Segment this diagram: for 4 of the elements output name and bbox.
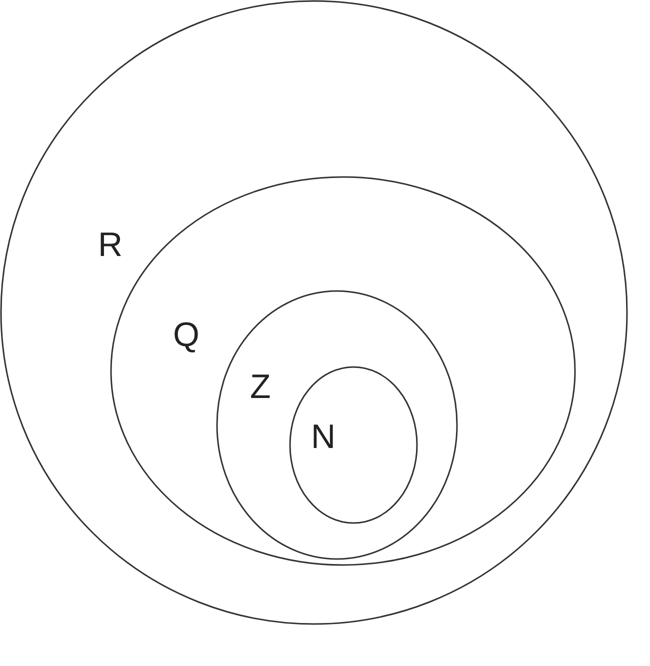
set-label: Q xyxy=(173,318,200,352)
set-label: Z xyxy=(250,370,271,404)
set-label: R xyxy=(98,228,123,262)
set-label: N xyxy=(311,420,336,454)
